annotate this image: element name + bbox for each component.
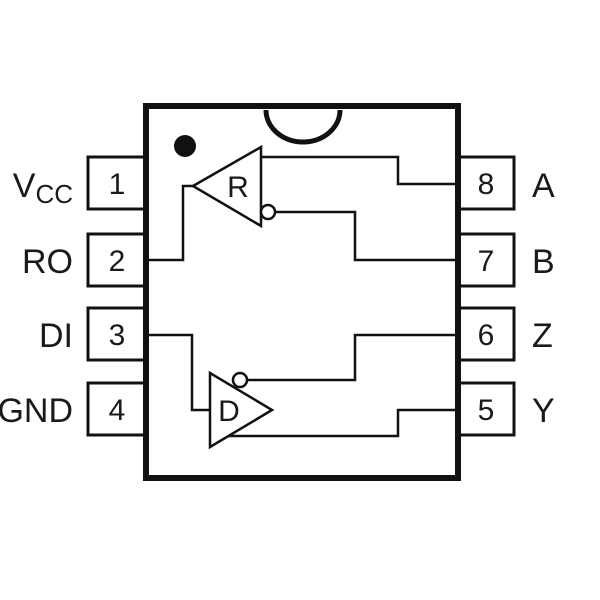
pin-1-label-main: V [13,167,36,205]
package-body [143,103,461,481]
wire-driver-to-y [228,408,458,438]
receiver-gate [190,144,263,229]
driver-gate [208,370,275,450]
pin-2-number: 2 [109,245,126,278]
wire-di-to-driver [146,333,210,412]
package-notch [263,109,343,145]
pin-7-number: 7 [478,245,495,278]
pin-3-label: DI [39,317,73,355]
pin-6-label: Z [532,317,553,355]
pin-1-indicator-dot [174,135,196,157]
pin-3-number: 3 [109,319,126,352]
driver-inverting-bubble [231,371,249,389]
pin-6-number: 6 [478,319,495,352]
pin-8-label: A [532,167,555,205]
pin-8-box [456,155,516,211]
pin-4-label: GND [0,392,73,430]
receiver-inverting-bubble [259,203,277,221]
pin-2-label: RO [22,243,73,281]
pin-8-number: 8 [478,168,495,201]
receiver-label: R [227,171,249,204]
pin-4-number: 4 [109,394,126,427]
pin-2-box [86,232,148,288]
wire-b-to-receiver [275,210,458,262]
pin-1-label-subscript: CC [35,179,73,209]
pin-5-label: Y [532,392,555,430]
pin-7-label: B [532,243,555,281]
wire-a-to-receiver [261,155,458,186]
pin-6-box [456,306,516,362]
pin-1-number: 1 [109,168,126,201]
wire-driver-to-z [247,333,458,382]
pin-1-label: VCC [13,167,73,209]
pin-3-box [86,306,148,362]
pin-1-box [86,155,148,211]
driver-label: D [218,395,240,428]
pin-5-number: 5 [478,394,495,427]
wire-ro-from-receiver [146,184,193,262]
